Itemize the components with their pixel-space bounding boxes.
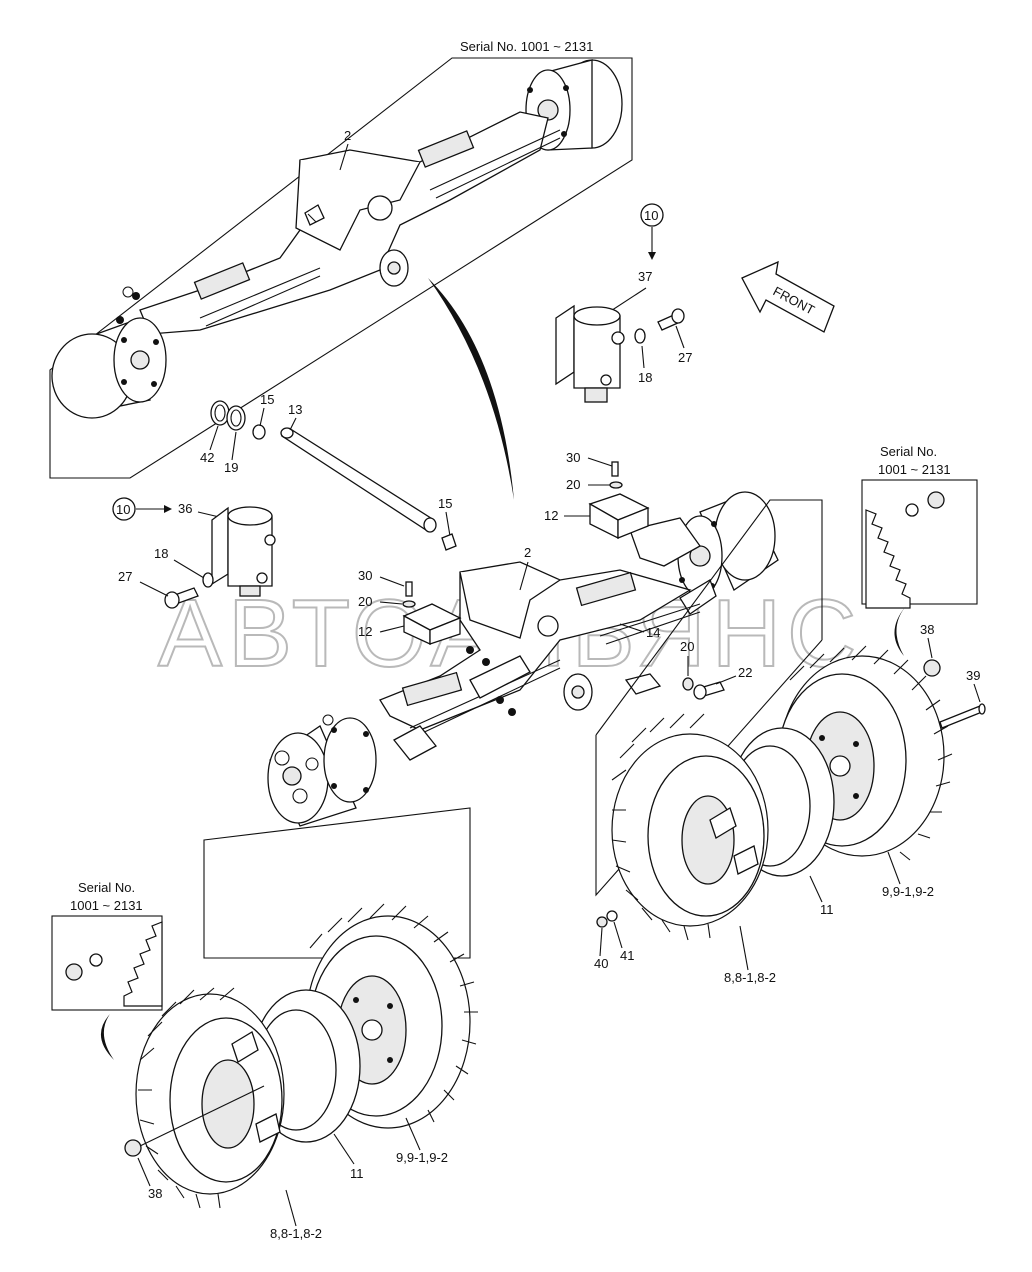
part-12-label-a: 12	[544, 508, 558, 523]
serial-label-left-2: 1001 ~ 2131	[70, 898, 143, 913]
top-axle-left-hub	[51, 286, 167, 419]
part-20-label-b: 20	[358, 594, 372, 609]
part-38-label-left: 38	[148, 1186, 162, 1201]
bolt-27-left	[164, 587, 199, 609]
valve-36	[211, 506, 276, 597]
part-20-label-a: 20	[566, 477, 580, 492]
serial-label-top: Serial No. 1001 ~ 2131	[460, 39, 593, 54]
cover-plate-12-b	[402, 603, 462, 646]
bolt-30-a	[611, 461, 619, 477]
left-serial-inset: Serial No. 1001 ~ 2131	[51, 880, 163, 1060]
part-36-label: 36	[178, 501, 192, 516]
part-15-label-mid: 15	[438, 496, 452, 511]
part-2-label-top: 2	[344, 128, 351, 143]
part-27-label-top: 27	[678, 350, 692, 365]
stud-39	[939, 703, 986, 729]
part-9-label-right: 9,9-1,9-2	[882, 884, 934, 899]
part-8-label-left: 8,8-1,8-2	[270, 1226, 322, 1241]
right-nut-38	[923, 659, 941, 677]
nut-40	[596, 916, 608, 928]
washer-20-b	[402, 600, 416, 608]
cover-plate-12-a	[588, 493, 650, 540]
bolt-22	[693, 681, 725, 700]
washer-20-c	[682, 677, 694, 691]
right-inner-wheel	[611, 713, 769, 941]
part-19-label: 19	[224, 460, 238, 475]
part-41-label: 41	[620, 948, 634, 963]
right-wheel-panel-frame	[595, 499, 823, 897]
washer-18-left	[202, 572, 214, 588]
left-nut-38	[124, 1085, 265, 1157]
seal-42	[210, 400, 230, 426]
part-40-label: 40	[594, 956, 608, 971]
bushing-15-top	[252, 424, 266, 440]
seal-19	[226, 405, 246, 431]
serial-label-left-1: Serial No.	[78, 880, 135, 895]
front-direction-arrow: FRONT	[741, 260, 835, 333]
part-27-label-left: 27	[118, 569, 132, 584]
part-30-label-a: 30	[566, 450, 580, 465]
part-42-label: 42	[200, 450, 214, 465]
left-inner-wheel	[135, 987, 285, 1209]
main-axle-assembly	[267, 491, 779, 827]
bushing-15-mid	[441, 533, 457, 551]
callout-10-left: 10	[112, 497, 172, 521]
part-11-label-right: 11	[820, 902, 834, 917]
part-20-label-c: 20	[680, 639, 694, 654]
washer-18-top	[634, 328, 646, 344]
part-37-label: 37	[638, 269, 652, 284]
bolt-27-top	[657, 308, 685, 331]
top-axle-housing	[139, 111, 561, 335]
left-wheel-panel-frame	[203, 807, 471, 959]
part-38-label-right: 38	[920, 622, 934, 637]
part-18-label-left: 18	[154, 546, 168, 561]
callout-10-top-text: 10	[644, 208, 658, 223]
valve-37	[555, 304, 625, 403]
part-39-label: 39	[966, 668, 980, 683]
bolt-30-b	[405, 581, 413, 597]
shaft-13	[280, 427, 437, 533]
right-serial-inset: Serial No. 1001 ~ 2131	[861, 444, 978, 656]
washer-41	[606, 910, 618, 922]
part-15-label-top: 15	[260, 392, 274, 407]
part-30-label-b: 30	[358, 568, 372, 583]
top-panel-frame	[49, 57, 633, 479]
serial-label-right-1: Serial No.	[880, 444, 937, 459]
part-9-label-left: 9,9-1,9-2	[396, 1150, 448, 1165]
part-2-label-mid: 2	[524, 545, 531, 560]
callout-10-left-text: 10	[116, 502, 130, 517]
part-12-label-b: 12	[358, 624, 372, 639]
top-axis-panel: Serial No. 1001 ~ 2131	[49, 39, 633, 479]
serial-label-right-2: 1001 ~ 2131	[878, 462, 951, 477]
part-13-label: 13	[288, 402, 302, 417]
part-14-label: 14	[646, 625, 660, 640]
part-8-label-right: 8,8-1,8-2	[724, 970, 776, 985]
part-18-label-top: 18	[638, 370, 652, 385]
assembly-swoosh-arrow	[428, 278, 514, 500]
callout-10-top: 10	[640, 203, 664, 260]
part-22-label: 22	[738, 665, 752, 680]
part-11-label-left: 11	[350, 1166, 364, 1181]
washer-20-a	[609, 481, 623, 489]
